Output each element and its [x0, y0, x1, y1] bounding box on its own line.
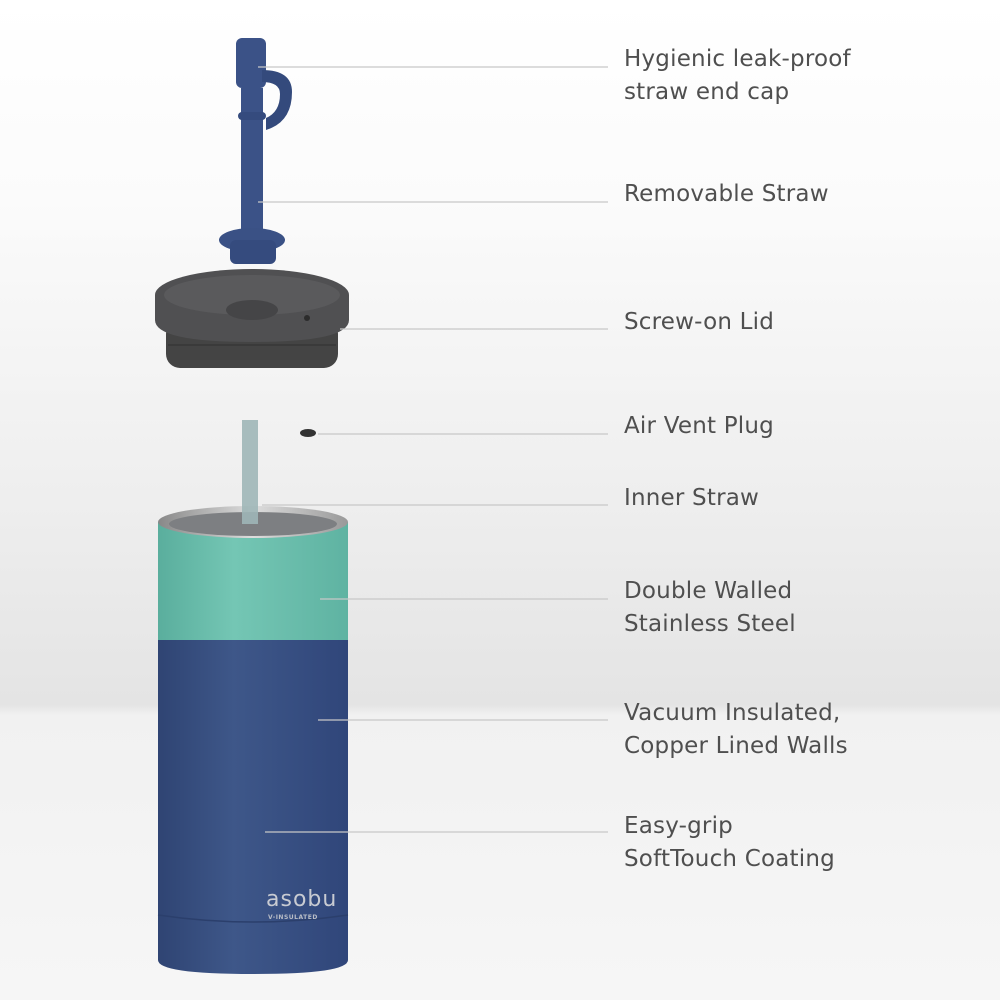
inner-straw — [242, 420, 258, 524]
removable-straw — [219, 38, 292, 264]
screw-on-lid — [155, 269, 349, 368]
callout-line: Inner Straw — [624, 485, 760, 511]
callout-easy-grip: Easy-grip SoftTouch Coating — [624, 810, 835, 876]
brand-logo: asobu — [266, 887, 338, 912]
air-vent-plug — [300, 429, 316, 437]
callout-vacuum-insulated: Vacuum Insulated, Copper Lined Walls — [624, 697, 848, 763]
callout-line: Double Walled — [624, 578, 793, 604]
callout-line: Stainless Steel — [624, 611, 796, 637]
callout-line: Copper Lined Walls — [624, 733, 848, 759]
brand-tagline: V-INSULATED — [268, 914, 318, 921]
callout-line: Removable Straw — [624, 181, 829, 207]
callout-double-walled: Double Walled Stainless Steel — [624, 575, 796, 641]
callout-line: SoftTouch Coating — [624, 846, 835, 872]
callout-inner-straw: Inner Straw — [624, 482, 759, 515]
callout-straw-end-cap: Hygienic leak-proof straw end cap — [624, 43, 851, 109]
callout-line: Vacuum Insulated, — [624, 700, 841, 726]
callout-air-vent-plug: Air Vent Plug — [624, 410, 774, 443]
callout-line: Screw-on Lid — [624, 309, 775, 335]
callout-screw-on-lid: Screw-on Lid — [624, 306, 774, 339]
callout-line: Easy-grip — [624, 813, 733, 839]
callout-removable-straw: Removable Straw — [624, 178, 829, 211]
callout-line: straw end cap — [624, 79, 790, 105]
callout-line: Air Vent Plug — [624, 413, 774, 439]
tumbler — [157, 420, 349, 974]
leader-lines — [258, 66, 608, 833]
callout-line: Hygienic leak-proof — [624, 46, 851, 72]
